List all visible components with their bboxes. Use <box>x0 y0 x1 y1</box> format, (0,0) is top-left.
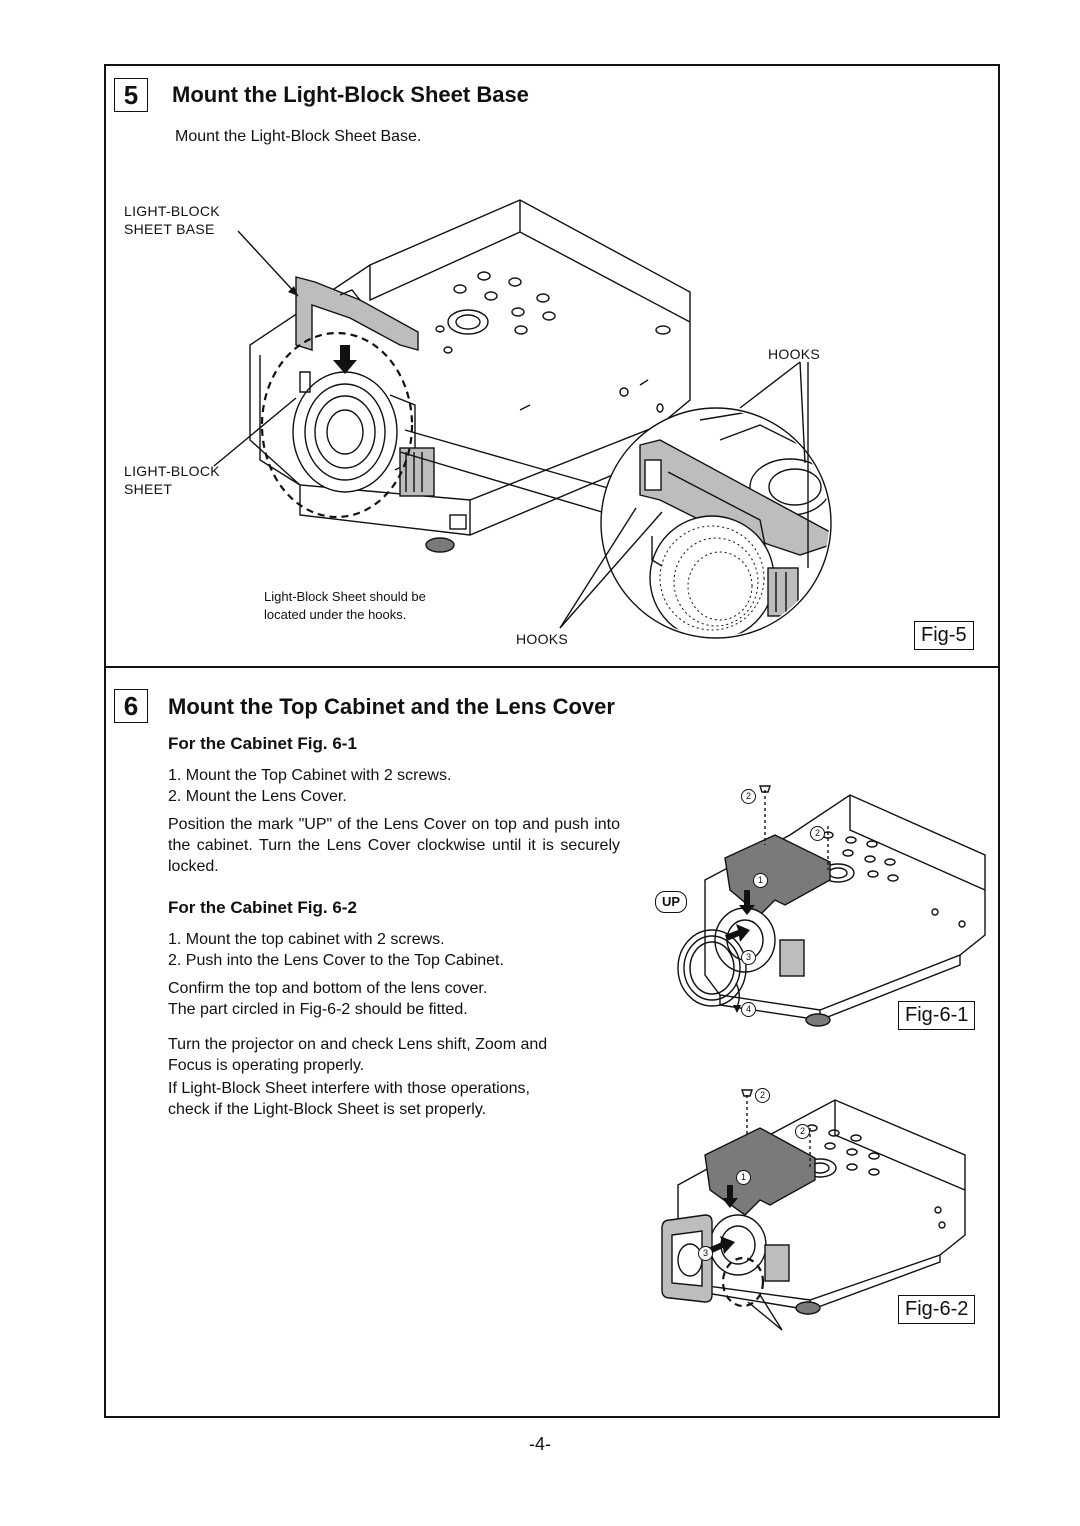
fig61-top-cabinet <box>724 834 831 916</box>
fig62-callout-2-b: 2 <box>795 1124 810 1139</box>
step-6-title: Mount the Top Cabinet and the Lens Cover <box>168 694 615 719</box>
callout-3: 3 <box>741 950 756 965</box>
step-6-number: 6 <box>114 689 148 723</box>
final-line1: Turn the projector on and check Lens shi… <box>168 1036 548 1053</box>
fig62-callout-2-a: 2 <box>755 1088 770 1103</box>
cabinet-fig2-confirm1: Confirm the top and bottom of the lens c… <box>168 980 488 997</box>
fig-6-1-label: Fig-6-1 <box>898 1001 976 1030</box>
cabinet-fig2-confirm2: The part circled in Fig-6-2 should be fi… <box>168 1001 468 1018</box>
dashed-highlight-circle <box>260 331 414 519</box>
cabinet-fig1-heading: For the Cabinet Fig. 6-1 <box>168 734 357 753</box>
cabinet-fig1-paragraph: Position the mark "UP" of the Lens Cover… <box>168 816 620 875</box>
callout-1: 1 <box>753 873 768 888</box>
sheet-base-part <box>295 276 419 351</box>
fig62-callout-1: 1 <box>736 1170 751 1185</box>
label-hooks-top: HOOKS <box>768 346 821 362</box>
step-5-title: Mount the Light-Block Sheet Base <box>172 82 529 107</box>
fig62-callout-3: 3 <box>698 1246 713 1261</box>
label-sheet-base-line1: LIGHT-BLOCK <box>124 203 220 219</box>
callout-2-screw-b: 2 <box>810 826 825 841</box>
label-sheet-base-line2: SHEET BASE <box>124 221 215 237</box>
fig-5-projector-illustration <box>213 199 832 639</box>
step-5-number: 5 <box>114 78 148 112</box>
final-line3: If Light-Block Sheet interfere with thos… <box>168 1080 530 1097</box>
cabinet-fig1-item1: 1. Mount the Top Cabinet with 2 screws. <box>168 767 452 784</box>
fig-6-2-label: Fig-6-2 <box>898 1295 976 1324</box>
page-number: -4- <box>529 1434 551 1454</box>
callout-2-screw-a: 2 <box>741 789 756 804</box>
label-sheet-line1: LIGHT-BLOCK <box>124 463 220 479</box>
page-frame <box>104 64 1000 1418</box>
fig62-body <box>677 1099 966 1301</box>
final-line4: check if the Light-Block Sheet is set pr… <box>168 1101 487 1118</box>
label-hooks-bottom: HOOKS <box>516 631 569 647</box>
final-line2: Focus is operating properly. <box>168 1057 365 1074</box>
cabinet-fig2-item1: 1. Mount the top cabinet with 2 screws. <box>168 931 445 948</box>
callout-4: 4 <box>741 1002 756 1017</box>
section-divider <box>104 666 1000 668</box>
up-mark: UP <box>655 891 687 913</box>
step-5-instruction: Mount the Light-Block Sheet Base. <box>175 128 422 145</box>
label-sheet-line2: SHEET <box>124 481 173 497</box>
cabinet-fig2-item2: 2. Push into the Lens Cover to the Top C… <box>168 952 504 969</box>
fig62-dashed-circle <box>721 1256 765 1308</box>
note-line2: located under the hooks. <box>264 607 407 622</box>
fig-5-label: Fig-5 <box>914 621 974 650</box>
note-line1: Light-Block Sheet should be <box>264 589 426 604</box>
cabinet-fig2-heading: For the Cabinet Fig. 6-2 <box>168 898 357 917</box>
cabinet-fig1-item2: 2. Mount the Lens Cover. <box>168 788 347 805</box>
